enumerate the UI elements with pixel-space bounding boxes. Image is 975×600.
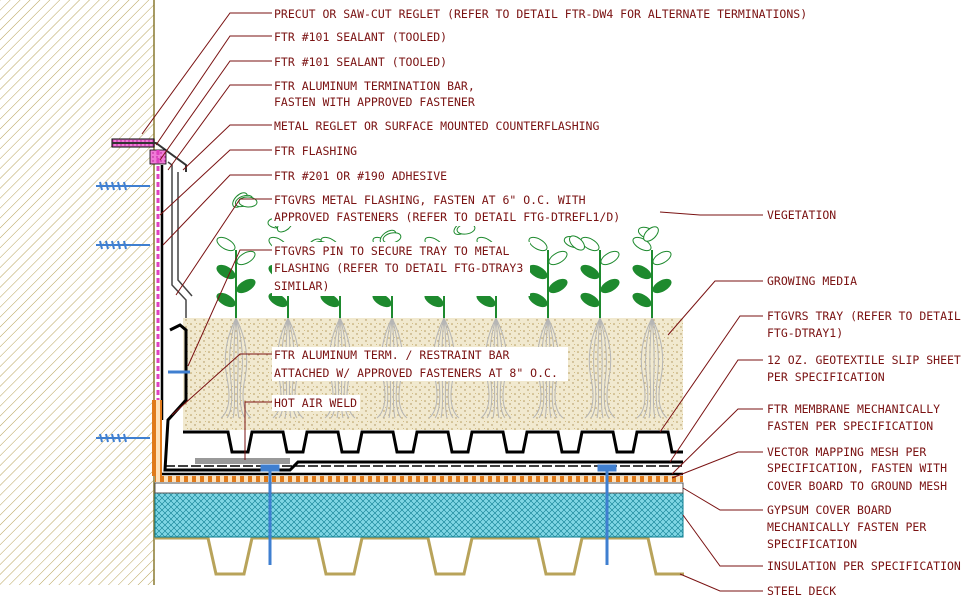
wall-fasteners	[96, 181, 150, 443]
label-tray-2: FTG-DTRAY1)	[767, 326, 843, 340]
right-labels: VEGETATION GROWING MEDIA FTGVRS TRAY (RE…	[767, 208, 961, 598]
label-membrane-2: FASTEN PER SPECIFICATION	[767, 419, 933, 433]
tray-upturn	[163, 323, 683, 472]
deck-fasteners	[260, 464, 617, 565]
counterflashing	[112, 142, 187, 172]
label-mesh-1: VECTOR MAPPING MESH PER	[767, 445, 926, 459]
label-mesh-3: COVER BOARD TO GROUND MESH	[767, 479, 947, 493]
plant-leaf	[652, 278, 672, 294]
root-strand	[235, 317, 246, 419]
steel-deck	[155, 536, 684, 576]
label-mesh-2: SPECIFICATION, FASTEN WITH	[767, 461, 947, 475]
wall-flashing-assembly	[96, 138, 683, 476]
label-metal-flashing-1: FTGVRS METAL FLASHING, FASTEN AT 6" O.C.…	[274, 193, 586, 207]
label-adhesive: FTR #201 OR #190 ADHESIVE	[274, 169, 447, 183]
root-strand	[651, 317, 668, 419]
plant-leaf	[528, 236, 548, 252]
root-strand	[220, 317, 237, 419]
gypsum-cover-board	[154, 482, 684, 494]
root-strand	[636, 317, 653, 419]
label-insulation: INSULATION PER SPECIFICATION	[767, 559, 961, 573]
plant-leaf	[548, 278, 568, 294]
hot-air-weld	[195, 458, 290, 464]
plant-leaf	[632, 264, 652, 280]
canopy-leaf	[569, 235, 585, 251]
root-strand	[584, 317, 601, 419]
label-term-bar-1: FTR ALUMINUM TERMINATION BAR,	[274, 79, 475, 93]
label-tray-1: FTGVRS TRAY (REFER TO DETAIL	[767, 309, 961, 323]
left-labels: PRECUT OR SAW-CUT REGLET (REFER TO DETAI…	[272, 7, 807, 411]
root-strand	[599, 317, 616, 419]
label-sealant-1: FTR #101 SEALANT (TOOLED)	[274, 30, 447, 44]
root-strand	[642, 317, 653, 419]
label-pin-3: SIMILAR)	[274, 279, 329, 293]
root-strand	[235, 317, 252, 419]
label-pin-2: FLASHING (REFER TO DETAIL FTG-DTRAY3	[274, 261, 523, 275]
vector-mapping-mesh	[155, 476, 683, 482]
label-pin-1: FTGVRS PIN TO SECURE TRAY TO METAL	[274, 244, 509, 258]
label-membrane-1: FTR MEMBRANE MECHANICALLY	[767, 402, 940, 416]
metal-flashing	[167, 161, 193, 318]
left-leaders	[141, 12, 272, 460]
label-geotextile-1: 12 OZ. GEOTEXTILE SLIP SHEET	[767, 353, 961, 367]
label-cover-3: SPECIFICATION	[767, 537, 857, 551]
label-restraint-1: FTR ALUMINUM TERM. / RESTRAINT BAR	[274, 348, 509, 362]
label-metal-flashing-2: APPROVED FASTENERS (REFER TO DETAIL FTG-…	[274, 210, 620, 224]
label-counterflashing: METAL REGLET OR SURFACE MOUNTED COUNTERF…	[274, 119, 599, 133]
right-leaders	[659, 211, 763, 592]
plant-leaf	[580, 236, 600, 252]
plant-leaf	[528, 264, 548, 280]
plant-leaf	[580, 292, 600, 308]
label-sealant-2: FTR #101 SEALANT (TOOLED)	[274, 55, 447, 69]
root-strand	[599, 317, 604, 419]
label-cover-2: MECHANICALLY FASTEN PER	[767, 520, 926, 534]
ftgvrs-tray	[183, 430, 683, 454]
root-strand	[235, 317, 240, 419]
root-strand	[596, 317, 601, 419]
label-flashing: FTR FLASHING	[274, 144, 357, 158]
label-restraint-2: ATTACHED W/ APPROVED FASTENERS AT 8" O.C…	[274, 366, 558, 380]
root-strand	[599, 317, 610, 419]
concrete-wall	[0, 0, 155, 585]
root-strand	[590, 317, 601, 419]
plant-leaf	[652, 250, 672, 266]
canopy-leaf	[643, 226, 659, 242]
plant-leaf	[632, 292, 652, 308]
plant-leaf	[600, 278, 620, 294]
root-strand	[651, 317, 656, 419]
plant-leaf	[580, 264, 600, 280]
insulation-layer	[154, 492, 684, 538]
label-geotextile-2: PER SPECIFICATION	[767, 370, 885, 384]
label-cover-1: GYPSUM COVER BOARD	[767, 503, 892, 517]
plant-leaf	[548, 250, 568, 266]
plant-leaf	[600, 250, 620, 266]
root-strand	[226, 317, 237, 419]
label-steel-deck: STEEL DECK	[767, 584, 836, 598]
plant-leaf	[236, 278, 256, 294]
root-strand	[232, 317, 237, 419]
plant-leaf	[216, 236, 236, 252]
label-reglet: PRECUT OR SAW-CUT REGLET (REFER TO DETAI…	[274, 7, 807, 21]
restraint-bar	[152, 400, 162, 476]
plant-leaf	[216, 264, 236, 280]
root-strand	[648, 317, 653, 419]
label-growing-media: GROWING MEDIA	[767, 274, 857, 288]
plant-leaf	[236, 250, 256, 266]
plant-leaf	[216, 292, 236, 308]
root-strand	[651, 317, 662, 419]
label-term-bar-2: FASTEN WITH APPROVED FASTENER	[274, 95, 475, 109]
label-hot-air-weld: HOT AIR WELD	[274, 396, 357, 410]
plant-leaf	[528, 292, 548, 308]
label-vegetation: VEGETATION	[767, 208, 836, 222]
